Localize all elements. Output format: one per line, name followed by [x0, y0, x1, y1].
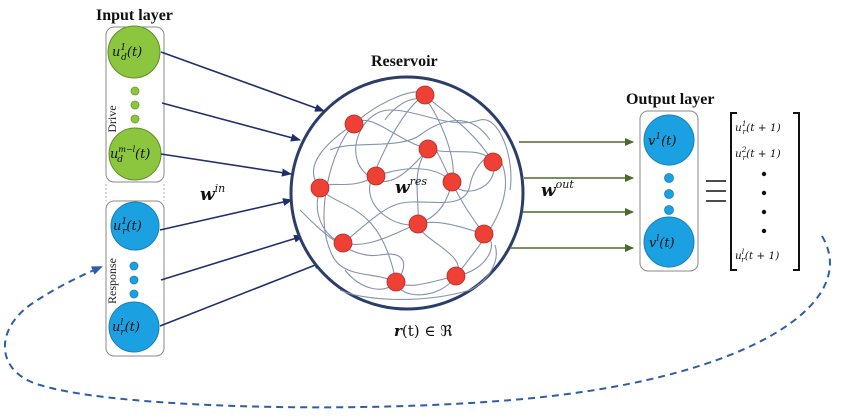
- reservoir-node: [408, 214, 428, 234]
- left-bracket: [730, 112, 737, 271]
- reservoir-nodes: [310, 85, 503, 292]
- output-ellipsis-dot: [664, 189, 674, 199]
- reservoir-node: [446, 266, 466, 286]
- drive-input-arrow: [160, 153, 292, 177]
- output-layer-title: Output layer: [626, 91, 714, 108]
- reservoir-edge: [329, 120, 491, 151]
- reservoir-node: [386, 272, 406, 292]
- reservoir-edge: [342, 155, 507, 277]
- drive-ellipsis-dot: [130, 86, 140, 96]
- output-node-top: [643, 114, 695, 166]
- output-group: v1(t) vl(t): [639, 110, 699, 272]
- reservoir-node: [483, 152, 503, 172]
- response-ellipsis-dot: [129, 261, 139, 271]
- output-node-top-label: v1(t): [648, 132, 676, 149]
- w-in-label: 𝒘in: [200, 182, 225, 205]
- reservoir-node: [415, 85, 435, 105]
- w-res-label: 𝒘res: [395, 175, 427, 198]
- reservoir-node: [333, 233, 353, 253]
- response-label: Response: [105, 258, 119, 304]
- response-node-top: [110, 201, 160, 251]
- response-ellipsis-dot: [129, 289, 139, 299]
- response-node-bottom: [108, 301, 160, 353]
- reservoir-node: [344, 114, 364, 134]
- reservoir-circle: [289, 75, 525, 311]
- output-vector-ellipsis-dot: [761, 190, 767, 196]
- response-input-arrow: [159, 198, 293, 231]
- reservoir-node: [366, 166, 386, 186]
- output-node-bottom-label: vl(t): [649, 234, 675, 251]
- drive-label: Drive: [105, 105, 119, 132]
- w-out-label: 𝒘out: [541, 178, 574, 201]
- drive-node-top: [107, 25, 161, 79]
- input-layer-title: Input layer: [96, 7, 173, 24]
- output-vector-ellipsis-dot: [761, 171, 767, 177]
- reservoir-title: Reservoir: [371, 53, 438, 70]
- output-ellipsis-dot: [664, 205, 674, 215]
- output-vector-ellipsis-dot: [761, 209, 767, 215]
- response-ellipsis-dot: [129, 275, 139, 285]
- reservoir-node: [474, 224, 494, 244]
- drive-input-arrow: [161, 102, 301, 142]
- drive-ellipsis-dot: [130, 114, 140, 124]
- drive-input-arrow: [160, 51, 325, 112]
- drive-ellipsis-dot: [130, 100, 140, 110]
- reservoir-edge: [355, 109, 512, 191]
- reservoir-node: [418, 139, 438, 159]
- feedback-loop-arrow: [4, 235, 831, 409]
- output-vector-ellipsis-dot: [761, 228, 767, 234]
- response-input-arrow: [159, 261, 324, 327]
- right-bracket: [793, 112, 800, 271]
- reservoir-node: [442, 172, 462, 192]
- reservoir-edge: [299, 209, 405, 290]
- reservoir-state-label: 𝒓(t) ∈ ℜ: [394, 322, 453, 340]
- output-node-bottom: [643, 216, 695, 268]
- response-input-arrow: [160, 234, 304, 281]
- reservoir-node: [310, 178, 330, 198]
- output-ellipsis-dot: [664, 173, 674, 183]
- equivalence-sign: [706, 180, 726, 202]
- reservoir-edge: [339, 244, 497, 300]
